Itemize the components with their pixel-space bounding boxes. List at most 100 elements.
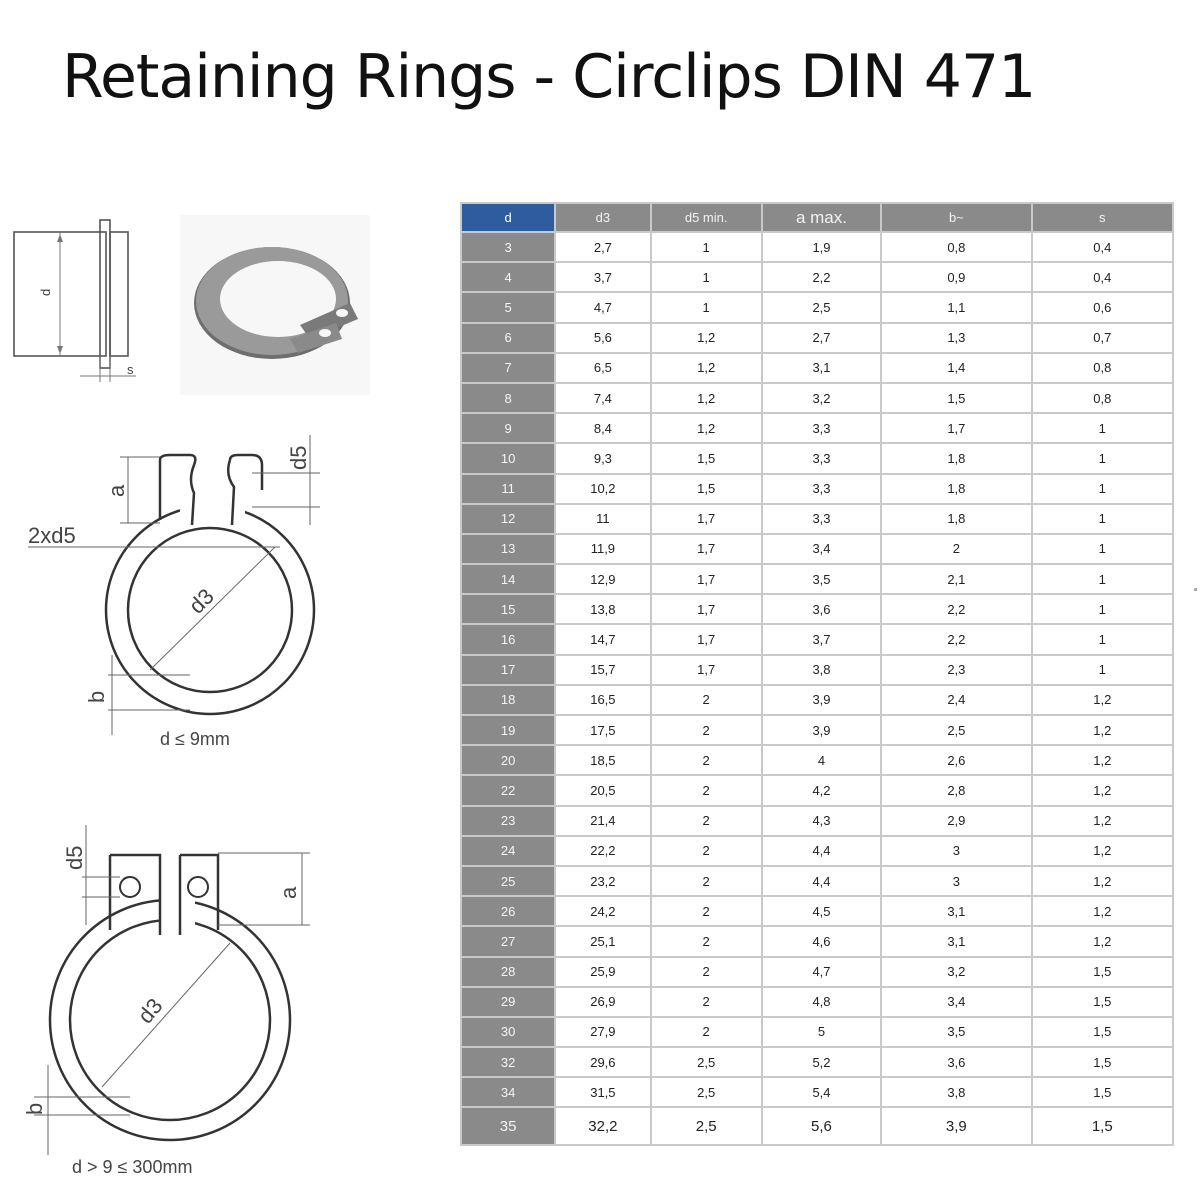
table-cell-d: 35 [462, 1108, 555, 1145]
table-cell-s: 1,5 [1032, 1048, 1172, 1077]
table-cell-a-max: 3,2 [762, 383, 881, 413]
table-cell-d3: 2,7 [556, 233, 650, 262]
table-cell-a-max: 3,5 [762, 565, 881, 594]
table-cell-s: 1,2 [1032, 716, 1172, 745]
table-cell-a-max: 5,2 [762, 1048, 881, 1077]
table-cell-d3: 3,7 [556, 263, 650, 292]
large-b-label: b [22, 1103, 47, 1115]
table-cell-s: 1,5 [1032, 987, 1172, 1016]
table-cell-d3: 22,2 [556, 836, 650, 865]
table-cell-d5-min: 2 [651, 746, 761, 775]
table-cell-d: 17 [462, 655, 555, 684]
table-cell-a-max: 5,6 [762, 1108, 881, 1145]
table-cell-d5-min: 1,7 [651, 595, 761, 624]
side-mark [1194, 588, 1197, 591]
table-cell-s: 1,2 [1032, 927, 1172, 956]
table-cell-d: 20 [462, 746, 555, 775]
header-b: b~ [882, 204, 1031, 231]
table-cell-s: 1 [1032, 414, 1172, 443]
table-cell-b: 2 [882, 534, 1031, 564]
table-header-row: d d3 d5 min. a max. b~ s [462, 204, 1172, 231]
table-cell-d5-min: 1,5 [651, 444, 761, 473]
table-cell-s: 1 [1032, 625, 1172, 654]
table-cell-s: 1 [1032, 595, 1172, 624]
table-cell-d: 4 [462, 263, 555, 292]
header-s: s [1032, 204, 1172, 231]
table-cell-b: 2,8 [882, 776, 1031, 805]
table-cell-d3: 9,3 [556, 444, 650, 473]
table-cell-d3: 13,8 [556, 595, 650, 624]
small-a-label: a [104, 484, 129, 497]
table-cell-b: 1,7 [882, 414, 1031, 443]
table-cell-b: 2,3 [882, 655, 1031, 684]
ring-3d-illustration [180, 215, 370, 395]
table-cell-d5-min: 2,5 [651, 1078, 761, 1107]
table-cell-b: 3,2 [882, 957, 1031, 986]
table-cell-d3: 11 [556, 504, 650, 533]
table-cell-a-max: 4,7 [762, 957, 881, 986]
table-cell-d5-min: 1,5 [651, 474, 761, 503]
table-cell-d3: 23,2 [556, 866, 650, 896]
table-cell-a-max: 5,4 [762, 1078, 881, 1107]
table-cell-a-max: 3,9 [762, 716, 881, 745]
table-cell-d3: 12,9 [556, 565, 650, 594]
table-cell-b: 1,1 [882, 293, 1031, 322]
table-cell-s: 1,5 [1032, 1108, 1172, 1145]
table-cell-s: 0,4 [1032, 233, 1172, 262]
table-cell-b: 3,4 [882, 987, 1031, 1016]
table-cell-d3: 15,7 [556, 655, 650, 684]
large-ring-drawing: d5 a d3 b d > 9 ≤ 300mm [20, 815, 340, 1185]
table-cell-d5-min: 2 [651, 806, 761, 835]
table-cell-s: 1 [1032, 534, 1172, 564]
shaft-d-label: d [38, 289, 53, 296]
table-cell-d5-min: 1,7 [651, 534, 761, 564]
table-cell-d: 12 [462, 504, 555, 533]
table-cell-d3: 16,5 [556, 685, 650, 714]
table-cell-d: 26 [462, 897, 555, 926]
table-cell-s: 1,2 [1032, 897, 1172, 926]
table-cell-d5-min: 2 [651, 927, 761, 956]
table-cell-a-max: 1,9 [762, 233, 881, 262]
table-cell-d: 11 [462, 474, 555, 503]
table-cell-d: 13 [462, 534, 555, 564]
table-cell-d3: 11,9 [556, 534, 650, 564]
table-cell-d: 9 [462, 414, 555, 443]
table-cell-b: 3,1 [882, 897, 1031, 926]
table-cell-d: 14 [462, 565, 555, 594]
header-d3: d3 [556, 204, 650, 231]
table-cell-a-max: 4,3 [762, 806, 881, 835]
table-cell-a-max: 4,8 [762, 987, 881, 1016]
header-a-max: a max. [762, 204, 881, 231]
table-cell-d5-min: 2 [651, 987, 761, 1016]
table-cell-d3: 29,6 [556, 1048, 650, 1077]
table-cell-b: 2,6 [882, 746, 1031, 775]
table-cell-d: 29 [462, 987, 555, 1016]
table-cell-d3: 32,2 [556, 1108, 650, 1145]
table-cell-s: 1,5 [1032, 957, 1172, 986]
table-cell-a-max: 2,7 [762, 323, 881, 352]
table-cell-a-max: 3,3 [762, 444, 881, 473]
table-cell-b: 1,5 [882, 383, 1031, 413]
table-cell-d5-min: 1 [651, 293, 761, 322]
small-ring-drawing: a d5 2xd5 d3 b d ≤ 9mm [20, 425, 340, 755]
table-cell-s: 0,4 [1032, 263, 1172, 292]
table-cell-d: 22 [462, 776, 555, 805]
table-cell-a-max: 5 [762, 1017, 881, 1047]
table-cell-s: 1,5 [1032, 1078, 1172, 1107]
header-d5-min: d5 min. [651, 204, 761, 231]
table-cell-s: 1,2 [1032, 685, 1172, 714]
